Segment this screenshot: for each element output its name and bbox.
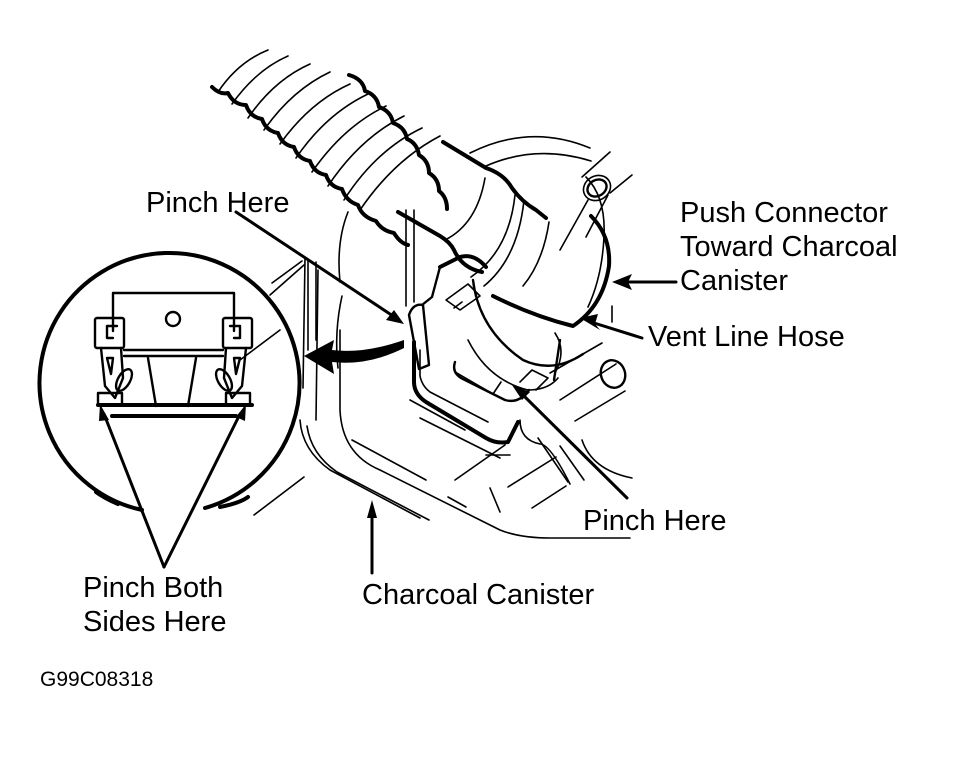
corrugated-hose: [210, 49, 550, 287]
callout-line: Toward Charcoal: [680, 231, 898, 263]
canister-body: [239, 135, 633, 539]
pinch-here-top-leader: [234, 210, 398, 320]
callout-line: Pinch Both: [83, 572, 224, 604]
arrowhead: [612, 274, 632, 290]
quick-connector: [407, 214, 613, 445]
figure-code: G99C08318: [40, 668, 154, 691]
callout-line: Canister: [680, 265, 788, 297]
arrowhead: [512, 385, 530, 400]
callout-vent-line-hose: Vent Line Hose: [648, 320, 845, 354]
callout-pinch-here-bottom: Pinch Here: [583, 504, 726, 538]
callout-text: Pinch Here: [146, 187, 290, 219]
arrowhead: [236, 404, 246, 421]
callout-pinch-both-sides: Pinch Both Sides Here: [83, 571, 226, 639]
callout-line: Push Connector: [680, 197, 888, 229]
callout-text: Pinch Here: [583, 505, 727, 537]
arrowhead: [386, 310, 404, 324]
leader-arrows: [99, 210, 678, 575]
pinch-both-left-leader: [102, 412, 166, 569]
detail-inset: [37, 251, 317, 512]
callout-pinch-here-top: Pinch Here: [146, 186, 289, 220]
inset-pointer-arrow: [304, 340, 404, 374]
callout-text: Charcoal Canister: [362, 579, 595, 611]
callout-push-connector: Push Connector Toward Charcoal Canister: [680, 196, 898, 298]
vent-line-hose-leader: [592, 321, 644, 340]
callout-charcoal-canister: Charcoal Canister: [362, 578, 594, 612]
callout-text: Vent Line Hose: [648, 321, 845, 353]
pinch-both-right-leader: [162, 412, 242, 569]
pinch-here-bottom-leader: [522, 394, 629, 500]
arrowhead: [99, 404, 109, 421]
arrowhead: [580, 314, 600, 330]
arrowhead: [367, 500, 377, 518]
callout-line: Sides Here: [83, 606, 227, 638]
